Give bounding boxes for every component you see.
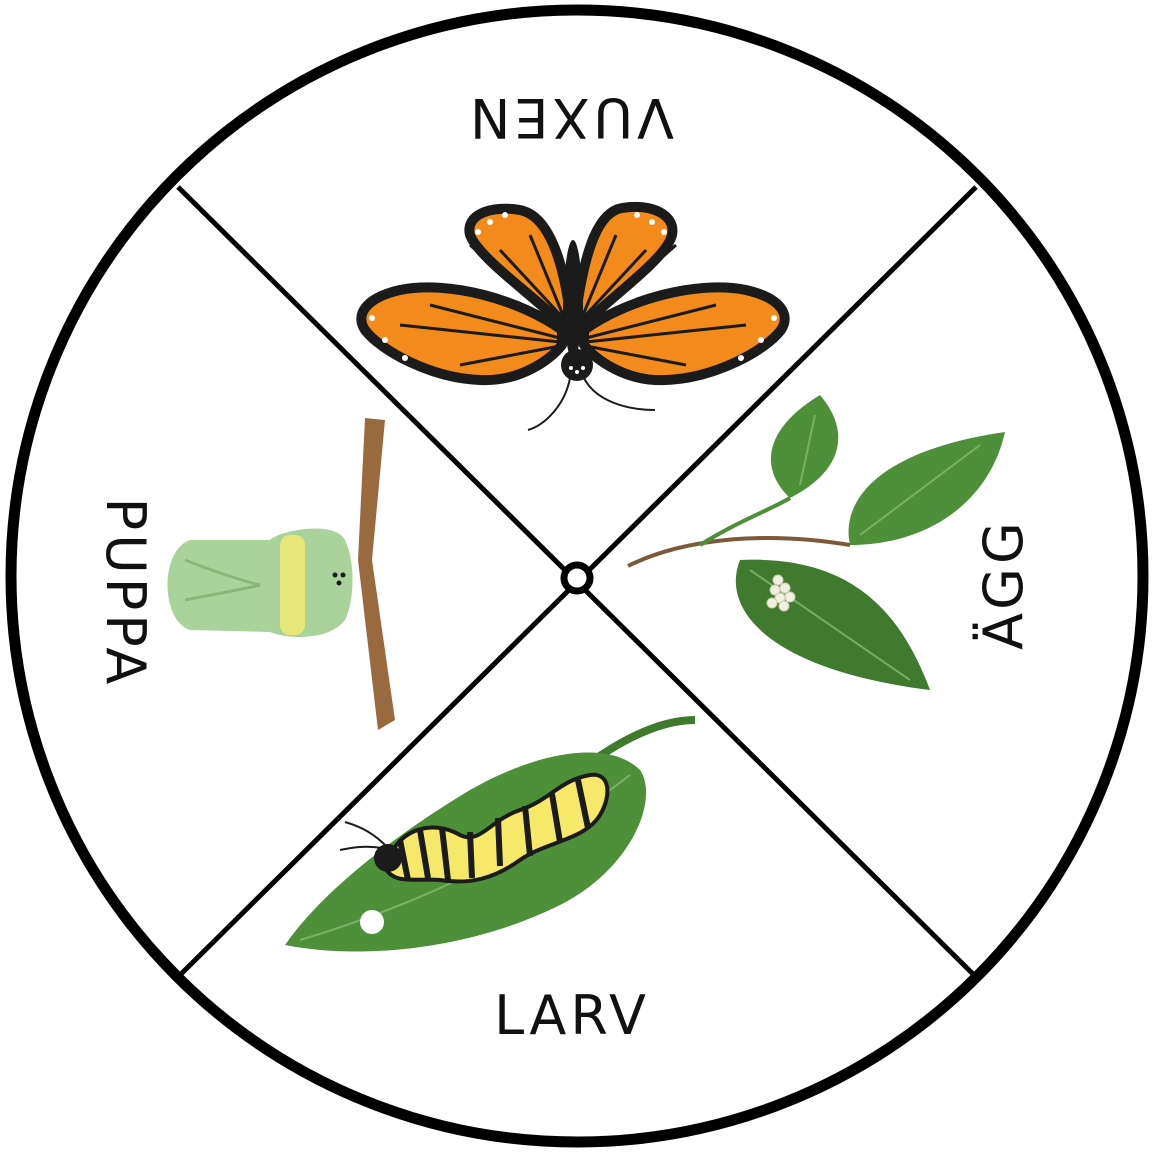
stage-label-larva: LARV xyxy=(494,984,650,1047)
center-hub xyxy=(564,565,590,591)
stage-label-egg: ÄGG xyxy=(972,518,1035,650)
stage-label-adult: VUXEN xyxy=(466,86,674,149)
stage-label-pupa: PUPPA xyxy=(94,498,157,689)
